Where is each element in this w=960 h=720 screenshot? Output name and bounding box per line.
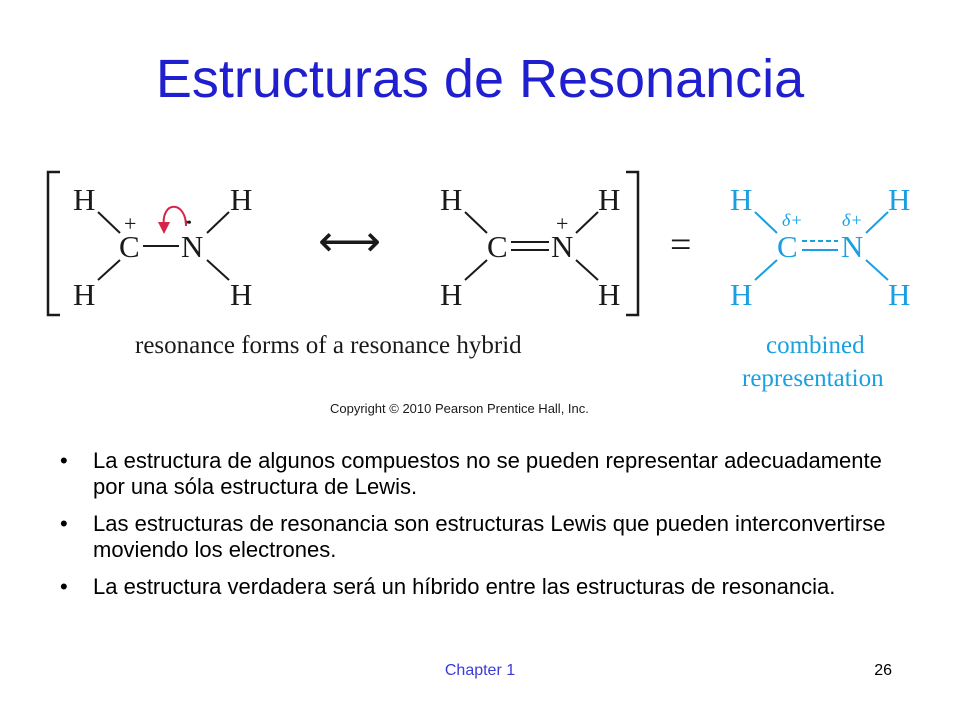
bullet-list: La estructura de algunos compuestos no s… <box>60 448 910 611</box>
hy-h-bottom-right: H <box>888 277 910 312</box>
hy-bond-nh-top <box>865 211 889 234</box>
hy-bond-ch-bottom <box>754 259 778 281</box>
hy-h-bottom-left: H <box>730 277 752 312</box>
electron-push-arrow <box>162 205 187 229</box>
s1-h-top-right: H <box>230 182 252 217</box>
s1-bond-nh-top <box>206 211 230 234</box>
s2-h-top-left: H <box>440 182 462 217</box>
s1-bond-ch-bottom <box>97 259 121 281</box>
hy-carbon: C <box>777 229 798 264</box>
s2-bond-ch-bottom <box>464 259 488 281</box>
hy-bond-ch-top <box>754 211 778 234</box>
hy-nitrogen: N <box>841 229 863 264</box>
s2-nitrogen: N <box>551 229 573 264</box>
s1-h-bottom-left: H <box>73 277 95 312</box>
left-bracket <box>46 170 60 317</box>
s1-carbon: C <box>119 229 140 264</box>
page-number: 26 <box>874 662 892 679</box>
s2-bond-ch-top <box>464 211 488 234</box>
bullet-item: La estructura verdadera será un híbrido … <box>60 574 910 600</box>
hy-bond-nh-bottom <box>865 259 889 281</box>
caption-resonance-forms: resonance forms of a resonance hybrid <box>135 332 522 359</box>
s1-plus-charge: + <box>124 211 136 236</box>
caption-representation: representation <box>742 365 884 392</box>
resonance-figure: H H H H C N + •• ⟷ H H H H C N + <box>0 160 960 430</box>
hy-h-top-left: H <box>730 182 752 217</box>
copyright-notice: Copyright © 2010 Pearson Prentice Hall, … <box>330 401 589 416</box>
s2-h-top-right: H <box>598 182 620 217</box>
electron-push-arrowhead <box>158 222 170 234</box>
equals-sign: = <box>670 224 691 266</box>
s2-plus-charge: + <box>556 211 568 236</box>
s1-bond-ch-top <box>97 211 121 234</box>
resonance-diagram: H H H H C N + •• ⟷ H H H H C N + <box>46 170 910 416</box>
s2-bond-nh-bottom <box>575 259 599 281</box>
hy-delta-nitrogen: δ+ <box>842 210 863 230</box>
slide-title: Estructuras de Resonancia <box>155 49 805 109</box>
s2-h-bottom-left: H <box>440 277 462 312</box>
resonance-arrow: ⟷ <box>318 217 381 266</box>
s1-lone-pair: •• <box>184 216 192 231</box>
s1-h-bottom-right: H <box>230 277 252 312</box>
s2-h-bottom-right: H <box>598 277 620 312</box>
s1-h-top-left: H <box>73 182 95 217</box>
s2-carbon: C <box>487 229 508 264</box>
s2-bond-nh-top <box>575 211 599 234</box>
footer-chapter: Chapter 1 <box>444 662 516 679</box>
s1-bond-nh-bottom <box>206 259 230 281</box>
s1-nitrogen: N <box>181 229 203 264</box>
hy-delta-carbon: δ+ <box>782 210 803 230</box>
right-bracket <box>626 170 640 317</box>
bullet-item: La estructura de algunos compuestos no s… <box>60 448 910 500</box>
bullet-item: Las estructuras de resonancia son estruc… <box>60 511 910 563</box>
caption-combined: combined <box>766 332 865 359</box>
hy-h-top-right: H <box>888 182 910 217</box>
